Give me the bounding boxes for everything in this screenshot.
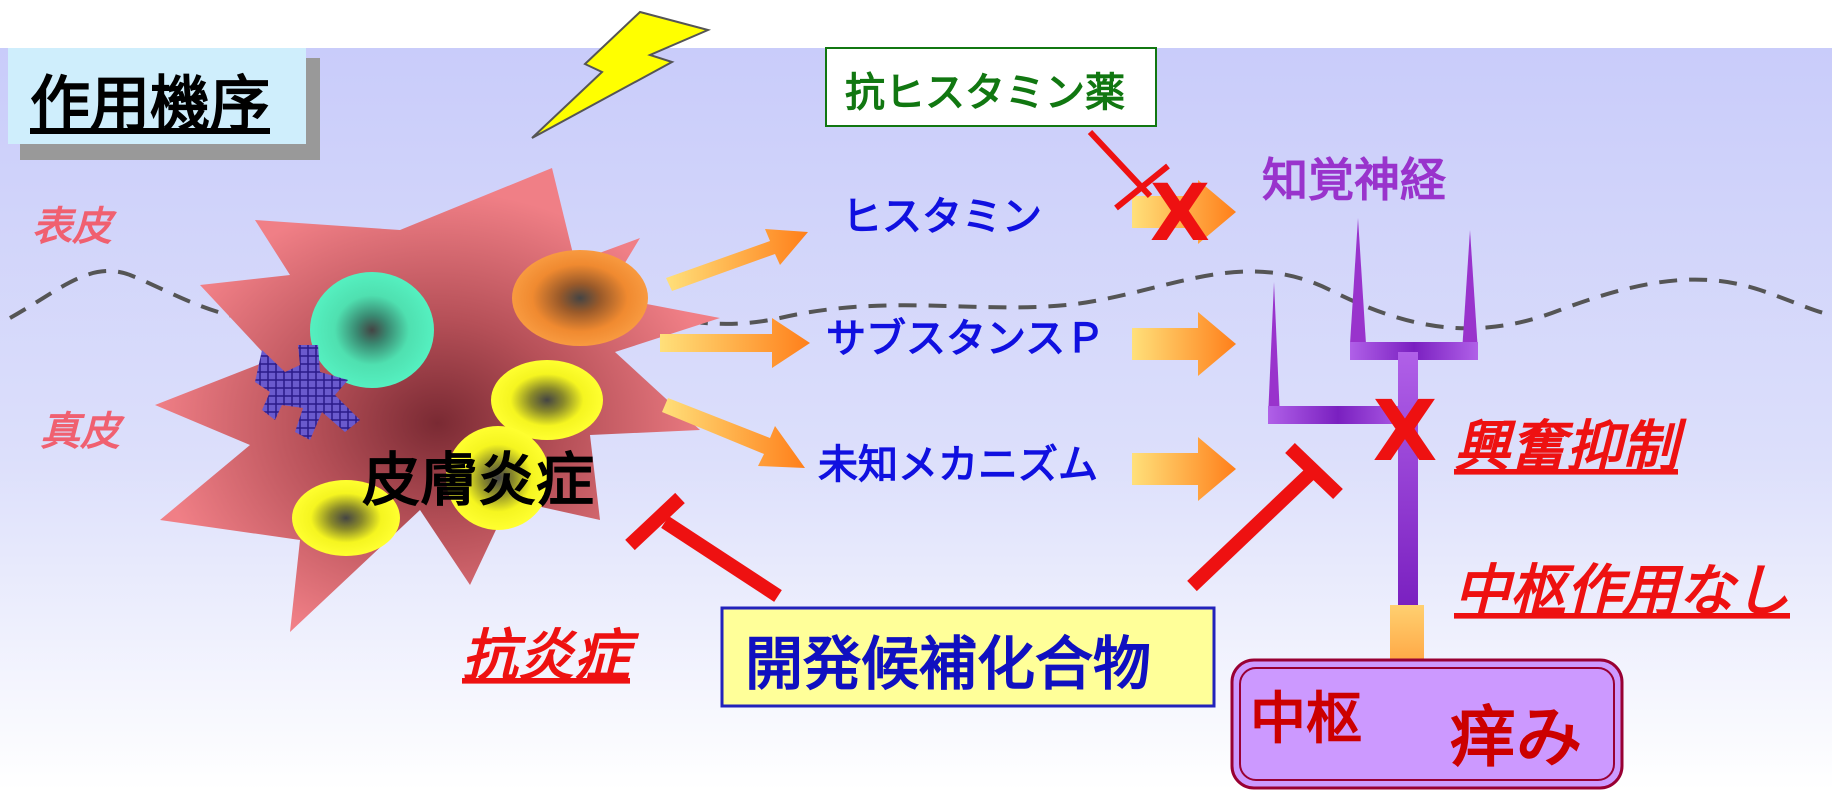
skin-boundary-line — [9, 259, 1832, 331]
arrow-icon — [660, 318, 810, 368]
inhibition-bar-icon — [625, 492, 782, 602]
arrow-icon — [1132, 312, 1236, 376]
cell-icon — [310, 272, 434, 388]
page-title: 作用機序 — [30, 70, 270, 140]
cell-icon — [292, 480, 400, 556]
itch-label: 痒み — [1450, 699, 1582, 776]
arrow-icon — [662, 398, 805, 468]
title-box — [8, 48, 320, 160]
central-label: 中枢 — [1250, 687, 1362, 752]
dermis-label: 真皮 — [40, 409, 125, 455]
epidermis-label: 表皮 — [32, 204, 117, 250]
arrow-icon — [1132, 437, 1236, 501]
cell-icon — [491, 360, 603, 440]
antihistamine-label: 抗ヒスタミン薬 — [845, 70, 1125, 116]
antihistamine-box — [825, 47, 1157, 127]
candidate-compound-label: 開発候補化合物 — [745, 630, 1151, 698]
mediator-histamine: ヒスタミン — [842, 194, 1042, 240]
cell-icon — [512, 250, 648, 346]
inhibition-bar-icon — [1087, 129, 1170, 211]
immune-cell-icon — [255, 345, 360, 440]
arrow-icon — [666, 229, 808, 291]
block-x-icon: X — [1150, 169, 1210, 259]
no-central-action-label: 中枢作用なし — [1454, 559, 1790, 624]
candidate-compound-box — [720, 606, 1216, 708]
mediator-substance-p: サブスタンスＰ — [826, 316, 1105, 362]
mediator-unknown: 未知メカニズム — [818, 442, 1098, 488]
lightning-icon — [531, 10, 712, 139]
sensory-nerve-label: 知覚神経 — [1262, 153, 1447, 207]
central-box — [1230, 658, 1624, 790]
inflammation-label: 皮膚炎症 — [362, 446, 594, 514]
excitation-inhibition-label: 興奮抑制 — [1454, 415, 1687, 480]
arrow-icon — [1132, 180, 1236, 244]
anti-inflammatory-label: 抗炎症 — [462, 624, 640, 689]
inhibition-bar-icon — [1187, 442, 1343, 592]
cell-icon — [446, 426, 550, 530]
nerve-fiber-icon — [1268, 218, 1478, 607]
block-x-icon: X — [1373, 382, 1438, 480]
